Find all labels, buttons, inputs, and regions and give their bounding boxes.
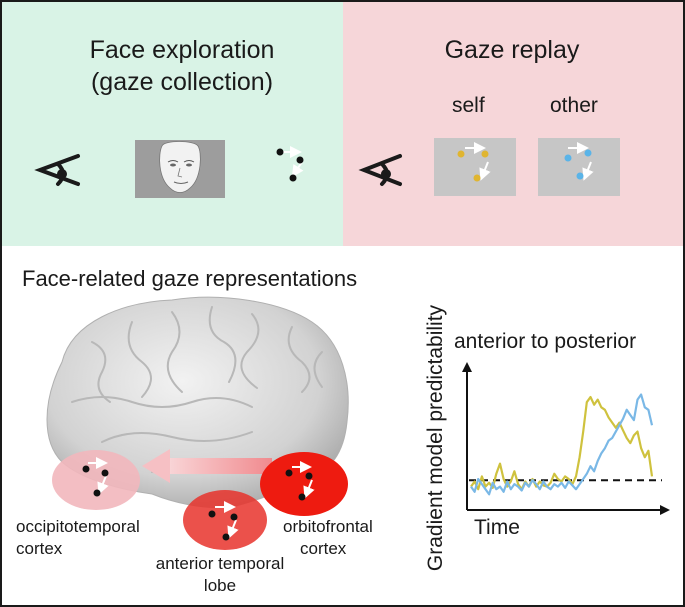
x-axis-arrowhead [660,505,670,515]
chart-axes [462,362,670,515]
eye-icon [34,154,80,186]
face-image [135,140,225,198]
orbitofrontal-label-1: orbitofrontal [283,517,373,536]
representations-title: Face-related gaze representations [22,266,358,291]
top-graphics [34,138,620,198]
occipitotemporal-label-1: occipitotemporal [16,517,140,536]
chart-title: anterior to posterior [454,330,637,353]
occipitotemporal-label-2: cortex [16,539,63,558]
x-axis-label: Time [474,516,520,539]
gaze-replay-title: Gaze replay [444,36,580,64]
face-exploration-subtitle: (gaze collection) [90,68,274,96]
face-exploration-panel [2,2,343,246]
scanpath-icon [276,146,304,182]
anterior-temporal-label-2: lobe [203,576,237,595]
other-replay-image [538,138,620,196]
self-replay-image [434,138,516,196]
blue-series-line [470,393,654,496]
orbitofrontal-label-2: cortex [300,539,347,558]
eye-icon-replay [358,154,402,186]
yellow-series-line [470,395,654,491]
y-axis-arrowhead [462,362,472,372]
chart-series [470,393,654,496]
other-label: other [550,94,598,117]
gaze-replay-panel [343,2,683,246]
anterior-temporal-label-1: anterior temporal [155,554,285,573]
face-exploration-title: Face exploration [89,36,275,64]
self-label: self [452,94,485,117]
